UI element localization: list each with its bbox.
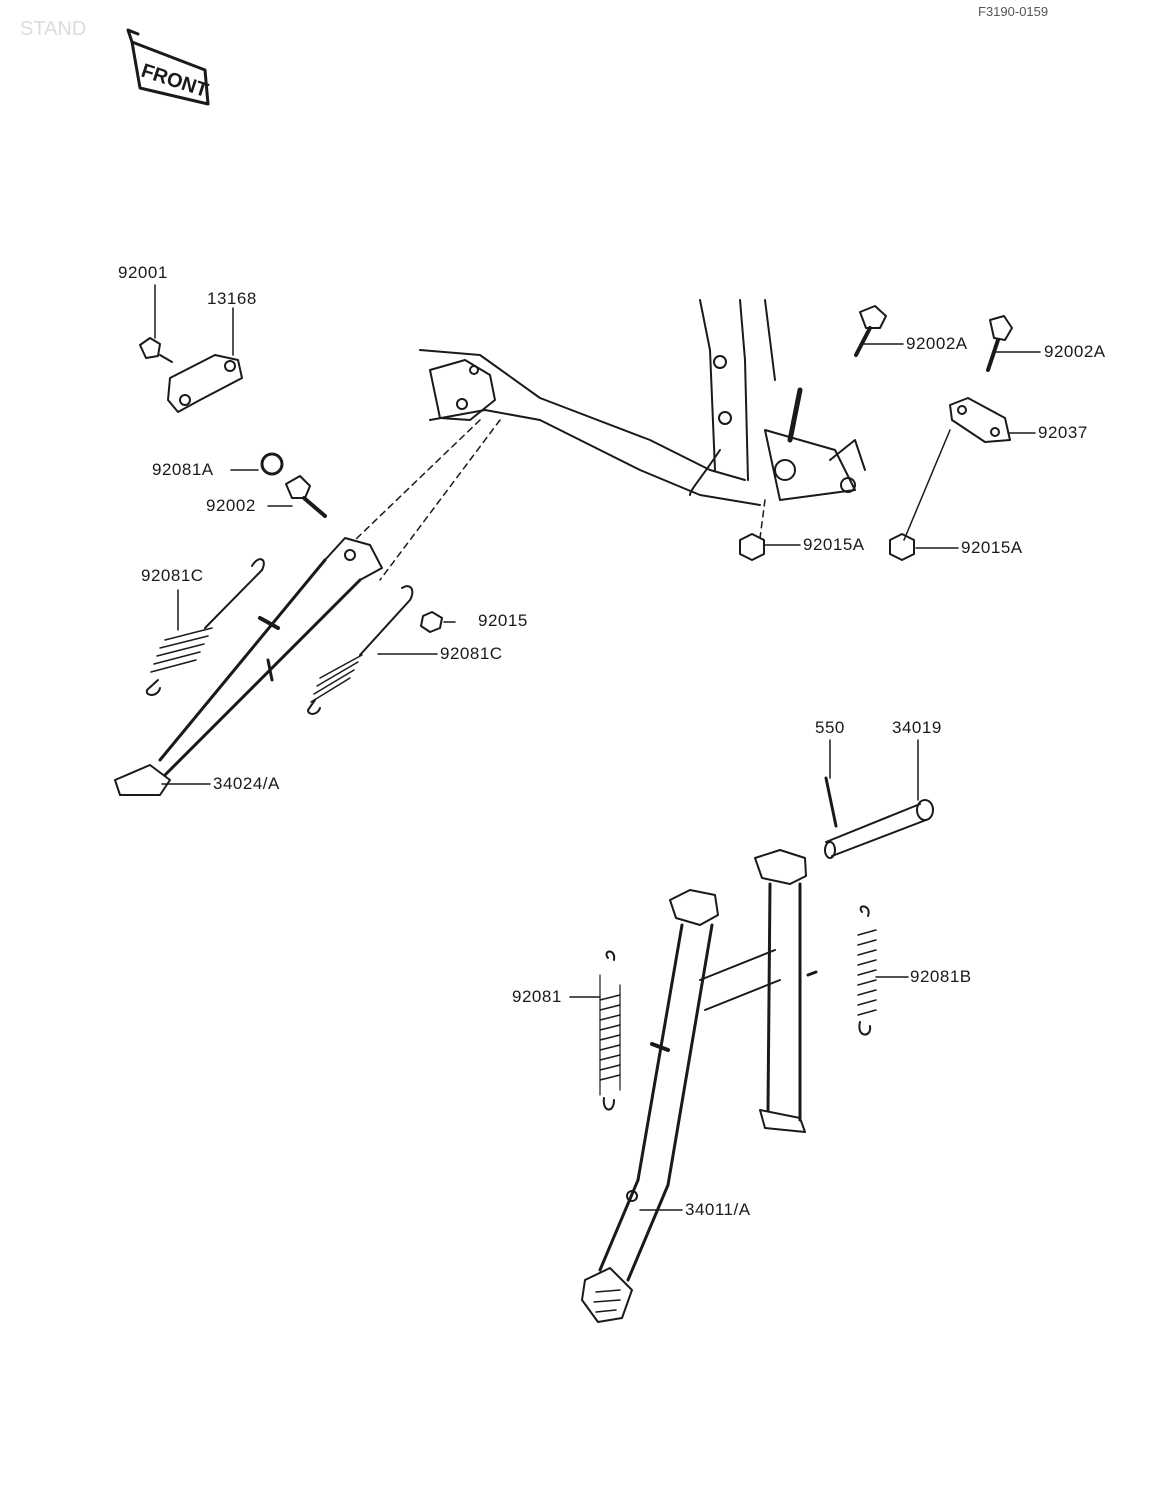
spring-92081 (600, 952, 620, 1110)
part-label-92081: 92081 (512, 987, 562, 1006)
part-label-34024A: 34024/A (213, 774, 280, 793)
part-label-34019: 34019 (892, 718, 942, 737)
part-label-92015A-2: 92015A (961, 538, 1023, 557)
leader-lines (155, 285, 1040, 1210)
cotter-pin-550 (826, 778, 836, 826)
part-label-92081C-right: 92081C (440, 644, 503, 663)
part-label-13168: 13168 (207, 289, 257, 308)
part-label-550: 550 (815, 718, 845, 737)
bolt-92002A-2 (988, 316, 1012, 370)
part-label-92081B: 92081B (910, 967, 972, 986)
spring-92081C-right (308, 586, 412, 714)
section-title-ghost: STAND (20, 18, 87, 40)
page-code: F3190-0159 (978, 4, 1049, 19)
part-label-92002A-1: 92002A (906, 334, 968, 353)
front-badge: FRONT (128, 30, 211, 104)
frame-drawing (420, 300, 865, 505)
part-label-92002A-2: 92002A (1044, 342, 1106, 361)
spring-92081B (858, 906, 876, 1034)
bolt-92002A-1 (856, 306, 886, 355)
part-label-92081A: 92081A (152, 460, 214, 479)
side-stand-34024A (115, 538, 382, 795)
part-label-92081C-left: 92081C (141, 566, 204, 585)
part-label-92015A-1: 92015A (803, 535, 865, 554)
bolt-92001 (140, 338, 172, 362)
part-label-92001: 92001 (118, 263, 168, 282)
nut-92015A-1 (740, 534, 764, 560)
part-label-92037: 92037 (1038, 423, 1088, 442)
bracket-13168 (168, 355, 242, 412)
nut-92015 (421, 612, 442, 632)
spring-92081C-left (147, 559, 264, 695)
nut-92081A (262, 454, 282, 474)
shaft-34019 (825, 800, 933, 858)
part-label-92015: 92015 (478, 611, 528, 630)
center-stand-34011A (582, 850, 816, 1322)
part-label-92002: 92002 (206, 496, 256, 515)
part-label-34011A: 34011/A (685, 1200, 751, 1219)
assembly-guides (355, 420, 765, 580)
bolt-92002 (286, 476, 325, 516)
plate-92037 (950, 398, 1010, 442)
nut-92015A-2 (890, 534, 914, 560)
